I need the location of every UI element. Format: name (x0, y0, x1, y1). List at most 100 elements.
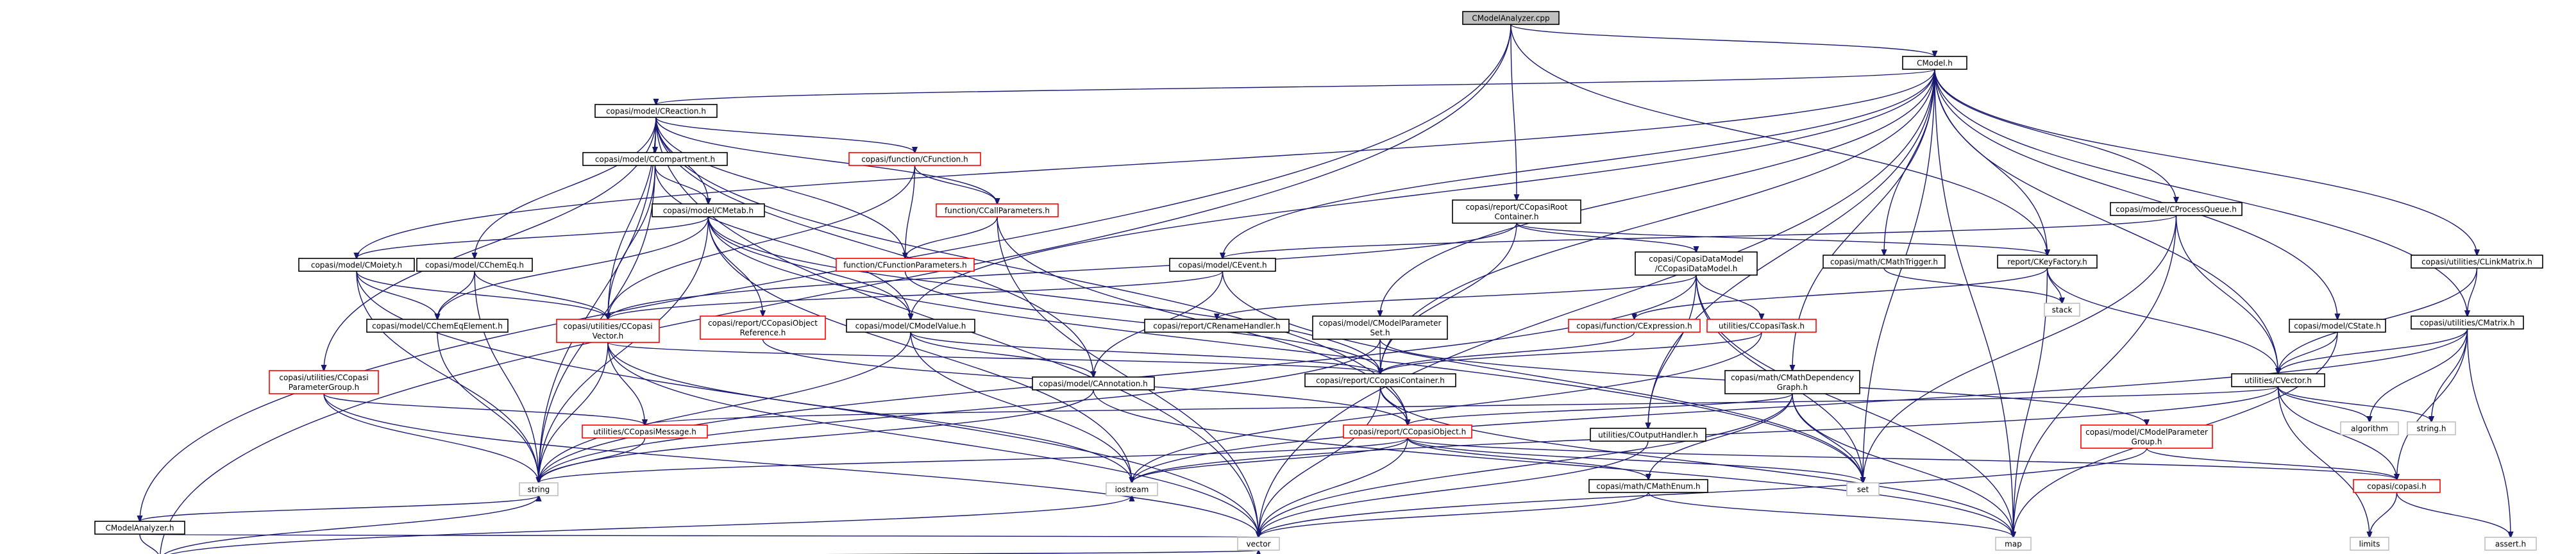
node-cprocessqueue-h[interactable]: copasi/model/CProcessQueue.h (2110, 202, 2243, 216)
node-crenamehandler-h[interactable]: copasi/report/CRenameHandler.h (1144, 319, 1290, 333)
node-label: copasi/utilities/CCopasi (563, 322, 652, 331)
node-box (2340, 421, 2399, 435)
edge-cchemeq-h-to-string (474, 271, 539, 483)
node-label: copasi/model/CAnnotation.h (1039, 380, 1148, 389)
node-box (2407, 421, 2456, 435)
node-box (269, 370, 379, 394)
edge-cmodel-h-to-creaction-h (656, 69, 1935, 105)
node-label: copasi/utilities/CLinkMatrix.h (2421, 258, 2532, 267)
node-ccompartment-h[interactable]: copasi/model/CCompartment.h (582, 152, 728, 166)
node-cevent-h[interactable]: copasi/model/CEvent.h (1169, 258, 1276, 272)
edge-creaction-h-to-cannotation-h (655, 117, 1093, 377)
node-cmathenum-h[interactable]: copasi/math/CMathEnum.h (1588, 479, 1708, 493)
node-box (1169, 258, 1276, 272)
edge-cchemeq-h-to-ccopasivector-h (474, 271, 608, 319)
node-ccopasicontainer-h[interactable]: copasi/report/CCopasiContainer.h (1304, 373, 1456, 387)
edge-ccopasiobject-h-to-vector (1259, 437, 1408, 537)
edge-cmetab-h-to-cchemeqelement-h (437, 216, 709, 319)
edge-cmathenum-h-to-vector (1259, 492, 1649, 537)
node-label: utilities/CCopasiTask.h (1719, 322, 1805, 331)
node-cmodel-h[interactable]: CModel.h (1902, 56, 1967, 70)
edge-cevent-h-to-ccopasivector-h (608, 271, 1224, 319)
node-cmatrix-h[interactable]: copasi/utilities/CMatrix.h (2411, 315, 2524, 330)
edge-ccopasivector-h-to-string (539, 342, 609, 483)
node-clinkmatrix-h[interactable]: copasi/utilities/CLinkMatrix.h (2411, 255, 2543, 269)
node-coutputhandler-h[interactable]: utilities/COutputHandler.h (1590, 428, 1706, 442)
node-box (1588, 479, 1708, 493)
node-cmodelanalyzer-cpp[interactable]: CModelAnalyzer.cpp (1462, 11, 1560, 25)
node-ccallparameters-h[interactable]: function/CCallParameters.h (936, 203, 1059, 217)
edge-cmodelparameterset-h-to-string (539, 339, 1381, 483)
node-label: copasi/model/CModelParameter (2085, 428, 2208, 437)
node-box (556, 319, 660, 343)
edge-cmetab-h-to-cmoiety-h (357, 216, 709, 258)
node-cmetab-h[interactable]: copasi/model/CMetab.h (652, 203, 765, 217)
node-box (94, 521, 185, 535)
edge-cmodelanalyzer-cpp-to-ckeyfactory-h (1510, 24, 2048, 255)
node-ccopasimessage-h[interactable]: utilities/CCopasiMessage.h (582, 424, 708, 439)
node-label: copasi/copasi.h (2367, 482, 2426, 491)
edge-cmodel-h-to-cevent-h (1223, 69, 1935, 258)
edge-ccopasiobject-h-to-copasi-h (1407, 437, 2397, 480)
node-cchemeq-h[interactable]: copasi/model/CChemEq.h (416, 258, 533, 272)
node-ckeyfactory-h[interactable]: report/CKeyFactory.h (1997, 255, 2098, 269)
node-creaction-h[interactable]: copasi/model/CReaction.h (594, 104, 718, 118)
edge-cmodel-h-to-coutputhandler-h (1648, 69, 1935, 428)
node-box (652, 203, 765, 217)
node-box (2353, 479, 2441, 493)
node-box (1846, 482, 1880, 496)
edge-ccallparameters-h-to-cfunctionparameters-h (905, 216, 998, 258)
node-label: CModelAnalyzer.h (106, 524, 174, 533)
node-label: assert.h (2495, 540, 2526, 549)
node-label: Graph.h (1777, 383, 1808, 392)
node-cmathtrigger-h[interactable]: copasi/math/CMathTrigger.h (1823, 255, 1946, 269)
node-ccopasitask-h[interactable]: utilities/CCopasiTask.h (1706, 319, 1817, 333)
node-box (700, 315, 826, 340)
edge-cfunctionanalyzer-h-to-vector (825, 550, 1259, 554)
node-label: Vector.h (593, 332, 624, 340)
edge-ckeyfactory-h-to-map (2014, 267, 2048, 537)
node-copasi-h[interactable]: copasi/copasi.h (2353, 479, 2441, 493)
edge-cmodelvalue-h-to-string (539, 332, 911, 483)
node-box (1343, 424, 1472, 439)
edge-cvector-h-to-ccopasimessage-h (645, 386, 2279, 425)
node-label: copasi/math/CMathEnum.h (1596, 482, 1700, 491)
node-label: Reference.h (740, 328, 786, 337)
edge-cmodelanalyzer-h-to-vector (139, 534, 1259, 537)
edge-ccopasirootcontainer-h-to-ccopasivector-h (608, 222, 1517, 319)
edge-coutputhandler-h-to-vector (1259, 441, 1649, 537)
edge-cmodelparameterset-h-to-ccopasicontainer-h (1380, 339, 1381, 374)
node-cchemeqelement-h[interactable]: copasi/model/CChemEqElement.h (366, 319, 509, 333)
node-ccopasiobject-h[interactable]: copasi/report/CCopasiObject.h (1343, 424, 1472, 439)
node-cmoiety-h[interactable]: copasi/model/CMoiety.h (298, 258, 415, 272)
node-cfunction-h[interactable]: copasi/function/CFunction.h (848, 152, 981, 166)
node-label: utilities/COutputHandler.h (1598, 431, 1698, 440)
edge-cmodel-h-to-cmathdependencygraph-h (1792, 69, 1935, 371)
node-label: string.h (2417, 424, 2446, 433)
node-cexpression-h[interactable]: copasi/function/CExpression.h (1568, 319, 1701, 333)
node-cfunctionparameters-h[interactable]: function/CFunctionParameters.h (836, 258, 975, 272)
edge-cmodelanalyzer-cpp-to-cmodelanalyzer-h (140, 24, 1511, 521)
edge-ccopasidatamodel-h-to-crenamehandler-h (1217, 274, 1697, 319)
edge-clinkmatrix-h-to-cmatrix-h (2468, 267, 2478, 316)
node-ccopasidatamodel-h[interactable]: copasi/CopasiDataModel/CCopasiDataModel.… (1635, 251, 1758, 276)
node-label: map (2005, 540, 2022, 549)
node-limits: limits (2350, 537, 2389, 551)
node-cmodelanalyzer-h[interactable]: CModelAnalyzer.h (94, 521, 185, 535)
node-cmodelvalue-h[interactable]: copasi/model/CModelValue.h (846, 319, 975, 333)
node-label: copasi/report/CCopasiContainer.h (1316, 376, 1445, 385)
node-layer: CModelAnalyzer.cppCModel.hCModelAnalyzer… (94, 11, 2543, 551)
node-cstate-h[interactable]: copasi/model/CState.h (2289, 319, 2386, 333)
node-box (1590, 428, 1706, 442)
node-cvector-h[interactable]: utilities/CVector.h (2231, 373, 2325, 387)
node-label: set (1857, 485, 1869, 494)
node-cannotation-h[interactable]: copasi/model/CAnnotation.h (1032, 376, 1155, 390)
node-label: copasi/report/CRenameHandler.h (1153, 322, 1280, 331)
